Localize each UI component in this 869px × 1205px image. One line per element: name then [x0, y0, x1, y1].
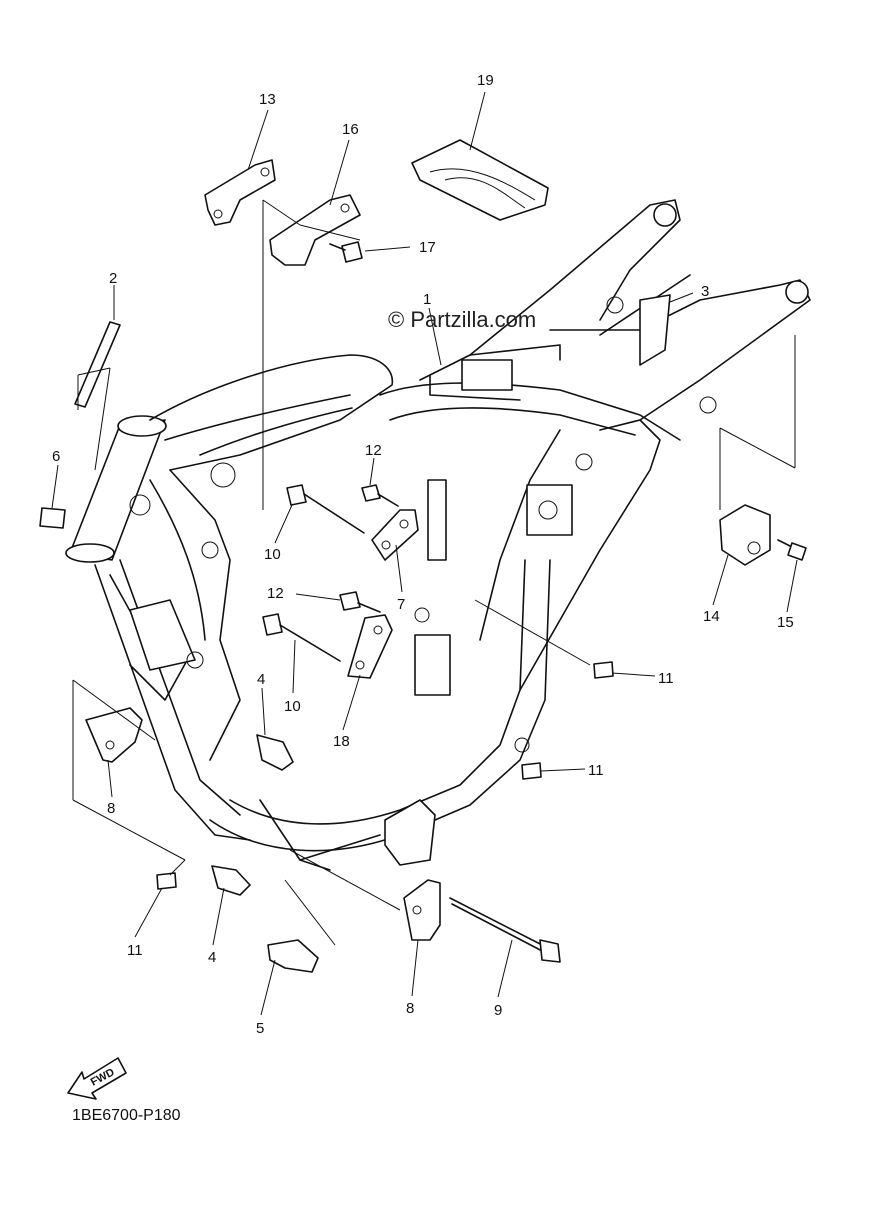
- part-8-plate-lower: [403, 879, 441, 941]
- callout-17: 17: [419, 239, 436, 256]
- part-10-bolt-upper: [286, 484, 365, 534]
- leader-lines: [51, 91, 798, 1016]
- callout-13: 13: [259, 91, 276, 108]
- callout-11-mid: 11: [588, 762, 604, 779]
- part-2-decal-strip: [74, 321, 121, 408]
- frame-assembly: [65, 199, 811, 871]
- part-7-plate: [371, 509, 419, 561]
- part-3-plate: [639, 294, 671, 366]
- callout-labels: 1 2 3 4 4 5 6 7 8 8 9 10 10 11 11 11 12 …: [52, 72, 794, 1037]
- part-9-bolt-long: [449, 897, 561, 963]
- part-6-pad: [39, 507, 66, 529]
- callout-19: 19: [477, 72, 494, 89]
- part-8-plate-left: [85, 707, 143, 763]
- part-11-nut-mid: [521, 762, 542, 780]
- callout-7: 7: [397, 596, 405, 613]
- part-12-bolt-lower: [339, 591, 381, 613]
- callout-1: 1: [423, 291, 431, 308]
- callout-4-lower: 4: [208, 949, 216, 966]
- part-11-nut-left: [156, 872, 177, 890]
- part-4-clip-lower: [211, 865, 251, 896]
- callout-10-lower: 10: [284, 698, 301, 715]
- callout-3: 3: [701, 283, 709, 300]
- part-4-clip-upper: [256, 734, 294, 771]
- callout-5: 5: [256, 1020, 264, 1037]
- callout-8-lower: 8: [406, 1000, 414, 1017]
- part-17-bolt: [329, 241, 363, 263]
- part-15-bolt: [777, 539, 807, 561]
- fwd-arrow-icon: FWD: [67, 1057, 127, 1100]
- part-16-bracket: [269, 194, 361, 266]
- callout-11-left: 11: [127, 942, 143, 959]
- part-10-bolt-lower: [262, 613, 341, 662]
- part-14-damper: [719, 504, 771, 566]
- diagram-code: 1BE6700-P180: [72, 1107, 181, 1124]
- part-11-nut-right: [593, 661, 614, 679]
- part-5-clip: [267, 939, 319, 973]
- watermark: © Partzilla.com: [388, 307, 536, 332]
- callout-8-left: 8: [107, 800, 115, 817]
- callout-2: 2: [109, 270, 117, 287]
- callout-10-upper: 10: [264, 546, 281, 563]
- callout-9: 9: [494, 1002, 502, 1019]
- callout-11-right: 11: [658, 670, 674, 687]
- callout-16: 16: [342, 121, 359, 138]
- part-18-plate: [347, 614, 393, 679]
- callout-6: 6: [52, 448, 60, 465]
- callout-4-upper: 4: [257, 671, 265, 688]
- callout-15: 15: [777, 614, 794, 631]
- part-13-bracket: [204, 159, 276, 226]
- callout-12-lower: 12: [267, 585, 284, 602]
- callout-12-upper: 12: [365, 442, 382, 459]
- callout-14: 14: [703, 608, 720, 625]
- part-12-bolt-upper: [361, 484, 399, 507]
- part-19-bag: [411, 139, 549, 221]
- callout-18: 18: [333, 733, 350, 750]
